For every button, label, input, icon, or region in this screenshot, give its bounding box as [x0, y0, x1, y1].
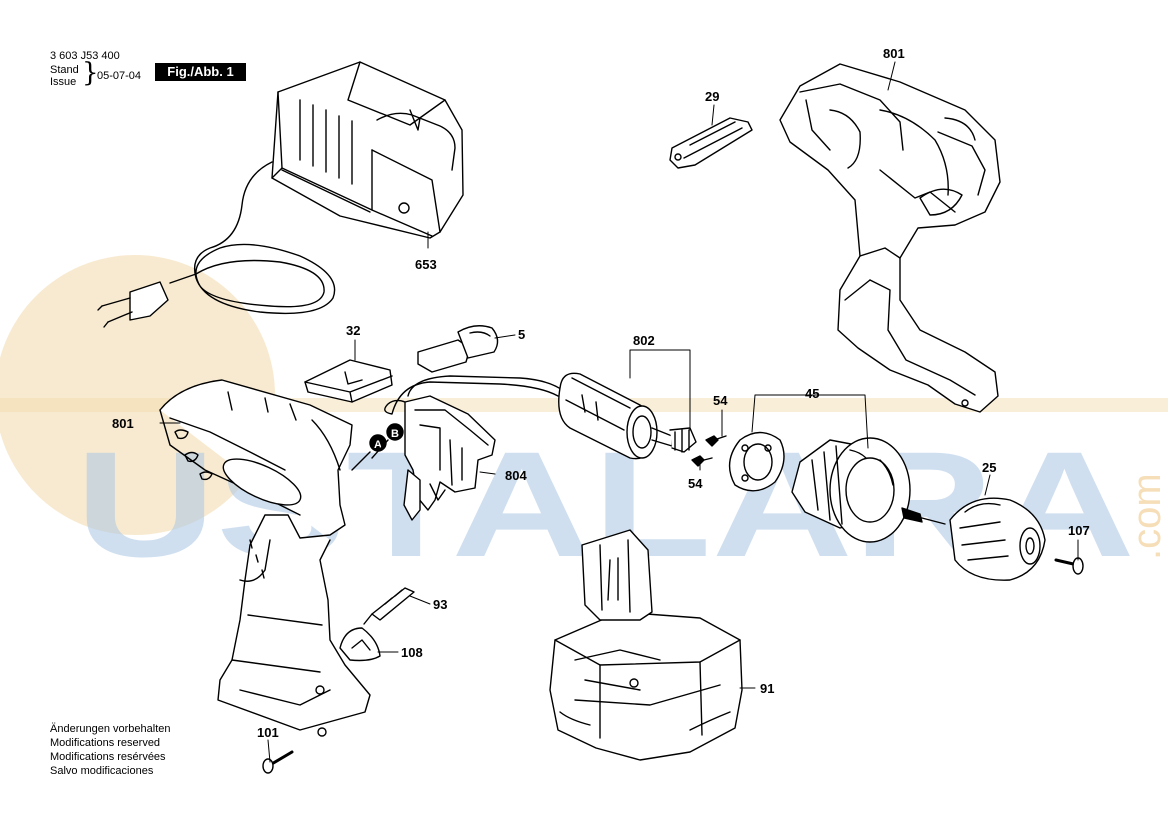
part-label-801-left: 801: [112, 416, 134, 431]
part-label-54-top: 54: [713, 393, 728, 408]
watermark-circle: [0, 255, 275, 535]
leader-lines: [159, 61, 1079, 763]
brush-holder: [669, 117, 753, 169]
brace-glyph: }: [82, 58, 99, 88]
document-number: 3 603 J53 400: [50, 50, 120, 62]
switch-module: [384, 375, 566, 521]
connector-b-marker: [386, 423, 404, 441]
housing-half-left: [159, 379, 371, 737]
part-label-802: 802: [633, 333, 655, 348]
figure-label: Fig./Abb. 1: [155, 63, 246, 81]
notice-french: Modifications resérvées: [50, 751, 166, 763]
part-label-101: 101: [257, 725, 279, 740]
housing-half-right: [779, 63, 1001, 413]
part-label-45: 45: [805, 386, 819, 401]
watermark-suffix: .com: [1125, 473, 1168, 560]
bit-holder-clip: [339, 627, 381, 662]
part-label-804: 804: [505, 468, 527, 483]
housing-screw: [262, 750, 294, 774]
part-label-25: 25: [982, 460, 996, 475]
stand-label: Stand: [50, 64, 79, 76]
connector-markers: A B: [351, 423, 404, 471]
keyless-chuck: [949, 497, 1046, 581]
screwdriver-bit: [363, 587, 415, 625]
part-label-54-bottom: 54: [688, 476, 703, 491]
battery-charger: [97, 61, 464, 328]
connector-a-label: A: [374, 439, 382, 451]
issue-label: Issue: [50, 76, 77, 88]
part-label-107: 107: [1068, 523, 1090, 538]
part-label-29: 29: [705, 89, 719, 104]
notice-spanish: Salvo modificaciones: [50, 765, 154, 777]
part-label-93: 93: [433, 597, 447, 612]
part-label-801-top: 801: [883, 46, 905, 61]
part-label-32: 32: [346, 323, 360, 338]
connector-b-label: B: [391, 428, 399, 440]
gearbox: [728, 431, 946, 543]
part-labels: 653 29 801 32 5 802 801 804 54 45 54 25 …: [112, 46, 1090, 740]
switch-cover: [304, 359, 393, 403]
direction-selector: [417, 325, 499, 373]
part-label-91: 91: [760, 681, 774, 696]
notice-german: Änderungen vorbehalten: [50, 723, 171, 735]
issue-date: 05-07-04: [97, 70, 142, 82]
part-label-5: 5: [518, 327, 525, 342]
notice-english: Modifications reserved: [50, 737, 161, 749]
motor: [558, 372, 697, 460]
part-label-653: 653: [415, 257, 437, 272]
motor-screws: [691, 435, 727, 467]
battery-pack: [549, 529, 743, 761]
part-label-108: 108: [401, 645, 423, 660]
